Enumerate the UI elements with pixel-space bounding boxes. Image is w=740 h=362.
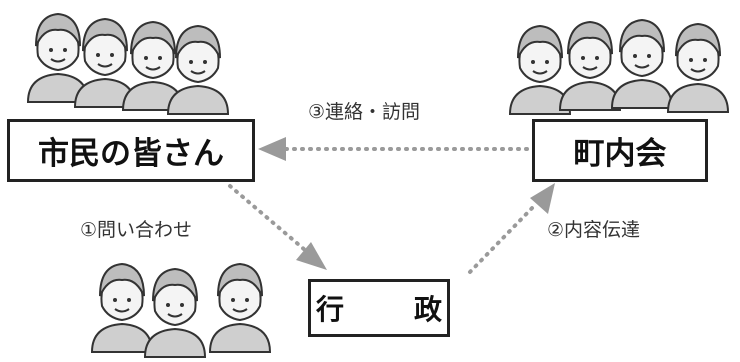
edge-label-information-relay: ②内容伝達: [547, 219, 641, 241]
node-association-label: 町内会: [573, 136, 667, 172]
arrow-contact-visit: [258, 137, 529, 161]
node-citizens-label: 市民の皆さん: [38, 136, 224, 172]
citizens-illustration: [27, 13, 229, 115]
node-neighborhood-association: 町内会: [532, 119, 708, 182]
government-staff-illustration: [91, 263, 271, 358]
node-government-label: 行 政: [315, 293, 463, 326]
edge-label-contact-visit: ③連絡・訪問: [308, 101, 421, 123]
arrow-inquiry: [228, 184, 327, 270]
node-government: 行 政: [308, 279, 450, 337]
arrow-information-relay: [468, 183, 555, 274]
edge-label-inquiry: ①問い合わせ: [80, 219, 193, 241]
association-illustration: [509, 19, 729, 115]
node-citizens: 市民の皆さん: [7, 119, 255, 182]
